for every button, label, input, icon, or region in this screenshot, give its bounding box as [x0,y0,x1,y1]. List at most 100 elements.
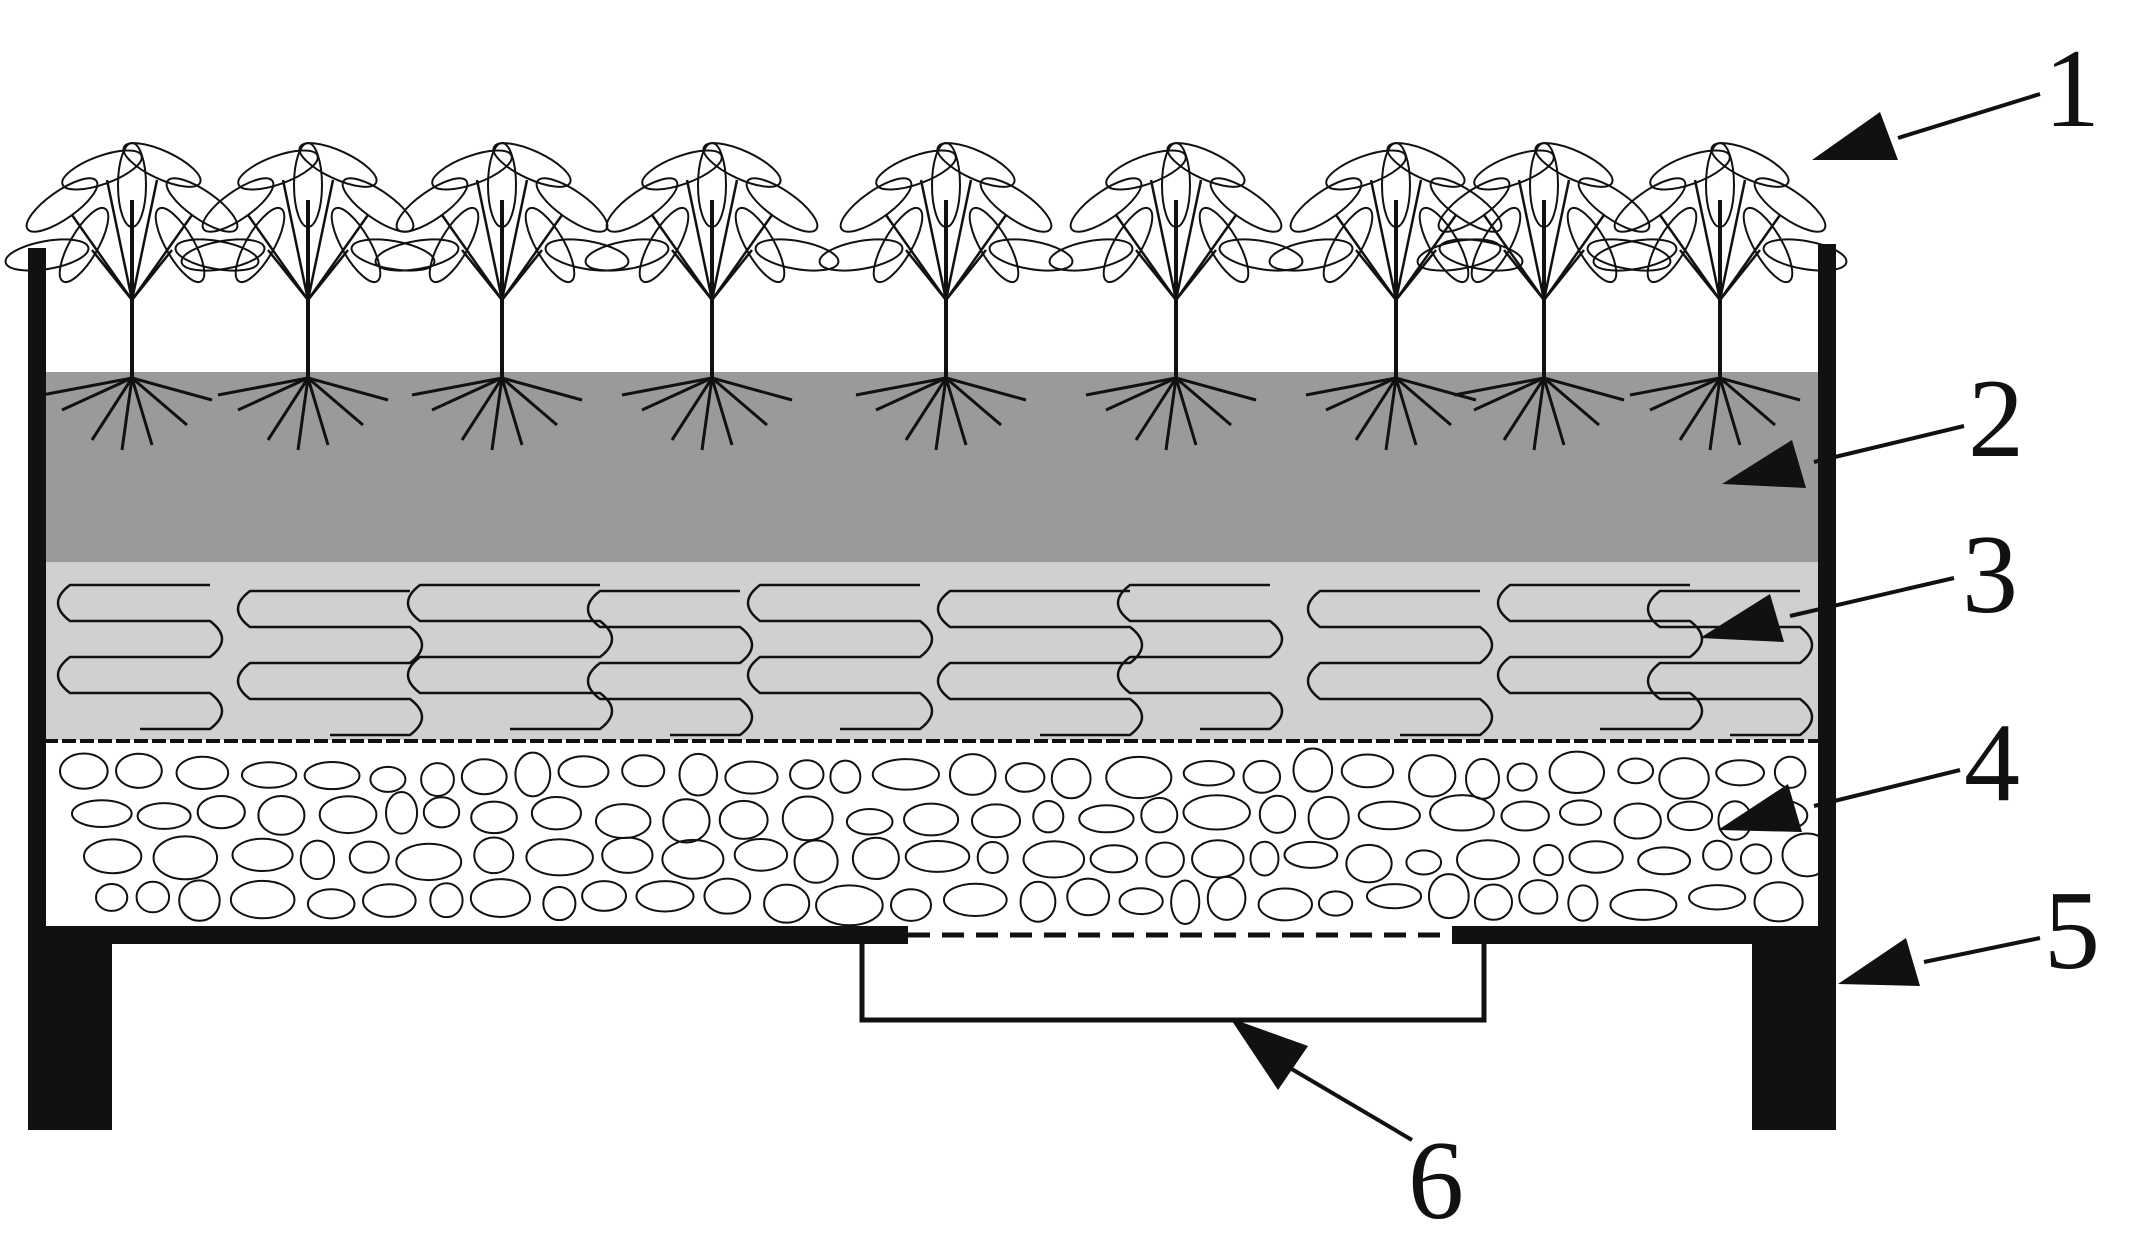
pebble [678,752,719,797]
fiber-strand [586,589,754,737]
pebble [525,838,594,877]
plant [1416,142,1672,451]
pebble [1666,800,1714,832]
pebble [71,799,133,829]
pebble [662,798,711,844]
pebble [422,796,461,829]
pebble [369,765,407,793]
pebble [1145,841,1185,878]
drain-outlet-box [859,935,1487,1023]
pebble [718,799,769,840]
label-6: 6 [1408,1119,1464,1235]
pebble [815,884,884,927]
pebble [1258,794,1297,834]
arrow-head-6 [1230,1018,1308,1090]
fiber-strand [1496,583,1704,731]
plant [1268,142,1524,451]
pebble [1292,747,1334,793]
arrow-head-4 [1718,784,1802,832]
callouts: 1 2 3 4 5 6 [1230,27,2100,1235]
pebble [470,800,518,835]
pebble [514,751,552,798]
pebble [299,839,336,881]
pebble [904,840,971,873]
pebble [1518,879,1559,915]
pebble [1004,762,1046,793]
pebble [781,795,834,842]
label-3: 3 [1962,513,2018,637]
pebble [661,838,725,880]
pebble [829,759,862,794]
pebble [851,836,900,881]
pebble [1739,843,1773,875]
pebble [231,837,294,872]
pebble [1257,887,1313,922]
pebble [871,758,940,791]
right-wall [1818,244,1836,928]
pebble [601,836,654,874]
label-4: 4 [1964,701,2020,825]
pebble [970,803,1022,839]
label-2: 2 [1968,357,2024,481]
pebble [136,802,192,830]
pebble [384,791,419,835]
pebble [542,886,577,922]
pebble [1249,840,1280,877]
callout-3: 3 [1700,513,2018,642]
pebble [1456,839,1520,881]
pebble [1170,879,1201,926]
callout-2: 2 [1722,357,2024,488]
pebble [1702,839,1733,871]
pebble [1405,849,1443,876]
pebble [1242,759,1282,794]
pebble [1105,755,1173,800]
plant [180,142,436,451]
pebble [1429,794,1495,832]
pebble [1140,796,1179,834]
pebble [1500,800,1550,832]
pebble [942,882,1008,917]
pebble [793,839,839,884]
pebble [1019,880,1057,923]
label-1: 1 [2044,27,2100,151]
container-frame [28,244,1836,1130]
plant-row [4,142,1848,451]
pebble [95,883,129,912]
pebble [469,878,532,918]
pebble [115,752,163,789]
callout-1: 1 [1812,27,2100,160]
arrow-head-2 [1722,440,1806,488]
pebble [581,880,628,912]
pebble [1408,754,1457,798]
gravel-pebbles [59,747,1833,927]
pebble [724,760,779,795]
pebble [557,755,610,788]
pebble [976,840,1009,874]
pebble [196,794,246,830]
pebble [1050,757,1092,800]
pebble [420,762,455,797]
pebble [1283,840,1339,869]
pebble [635,880,695,913]
pebble [362,883,417,918]
pebble [903,802,960,837]
callout-4: 4 [1718,701,2020,832]
pebble [948,753,997,796]
pebble [733,838,789,872]
pebble [1365,883,1423,910]
pebble [1345,843,1393,884]
fiber-strand [746,583,934,731]
pebble [152,835,219,881]
arrow-head-3 [1700,594,1784,642]
pebble [1688,884,1747,911]
pebble [845,807,894,836]
pebble [1473,883,1514,921]
pebble [318,795,378,835]
fiber-strand [1646,589,1814,737]
pebble [1558,799,1603,826]
pebble [1715,759,1765,787]
pebble [1773,755,1807,789]
pebble [763,883,811,924]
right-leg [1752,940,1836,1130]
